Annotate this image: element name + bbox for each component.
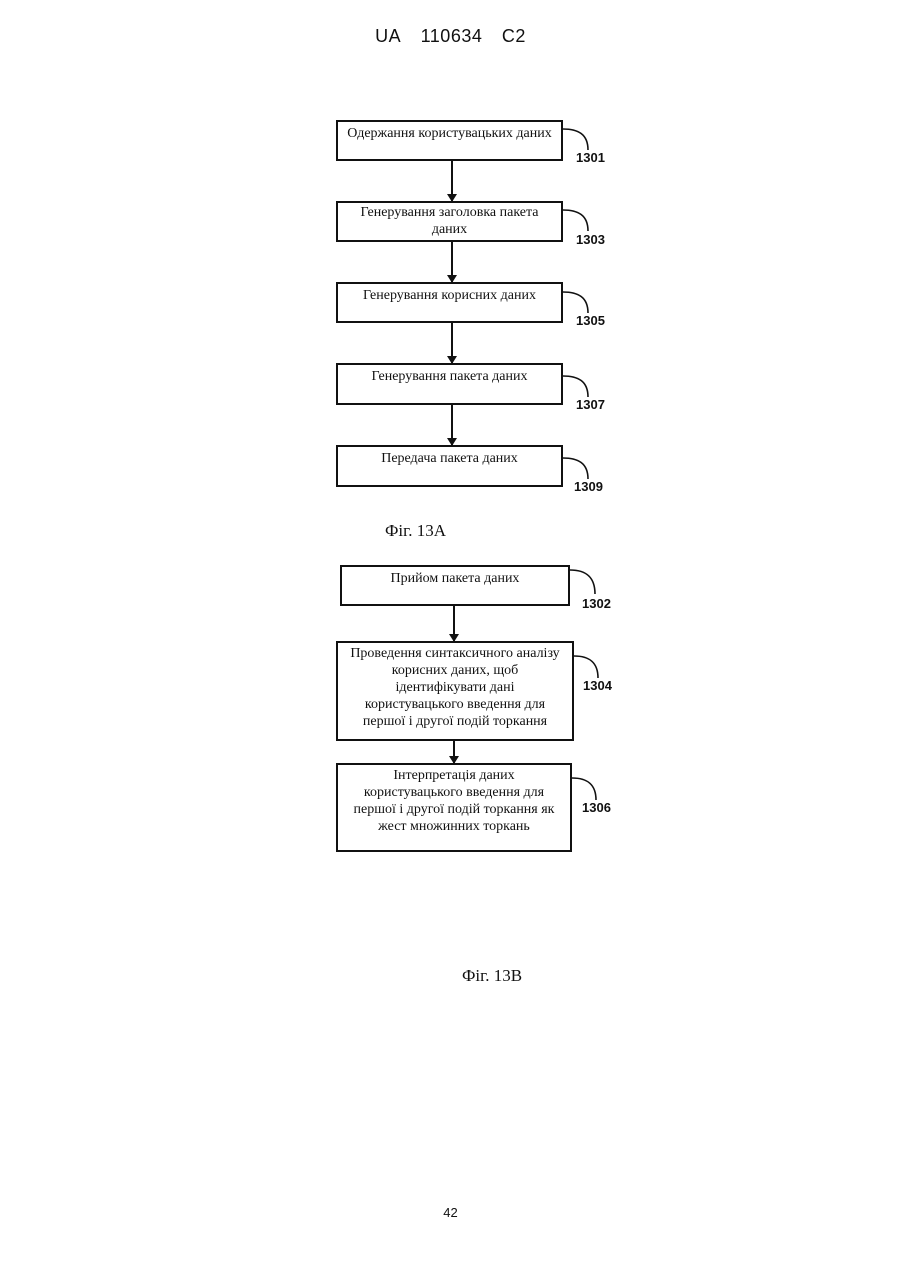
step-box-1304: Проведення синтаксичного аналізу корисни…	[336, 641, 574, 741]
leader-1306	[572, 778, 596, 800]
step-ref-1309: 1309	[574, 479, 603, 494]
figure-caption-13b: Фіг. 13В	[462, 966, 522, 986]
step-ref-1305: 1305	[576, 313, 605, 328]
step-box-1301: Одержання користувацьких даних	[336, 120, 563, 161]
step-box-1305: Генерування корисних даних	[336, 282, 563, 323]
leader-1301	[563, 129, 588, 150]
leader-1305	[563, 292, 588, 313]
step-text-1305: Генерування корисних даних	[338, 284, 561, 304]
step-text-1306: Інтерпретація даних користувацького введ…	[338, 765, 570, 835]
step-ref-1301: 1301	[576, 150, 605, 165]
step-box-1309: Передача пакета даних	[336, 445, 563, 487]
step-box-1307: Генерування пакета даних	[336, 363, 563, 405]
step-ref-1303: 1303	[576, 232, 605, 247]
leader-1304	[574, 656, 598, 678]
leader-1309	[563, 458, 588, 479]
step-ref-1307: 1307	[576, 397, 605, 412]
step-text-1301: Одержання користувацьких даних	[338, 122, 561, 142]
step-box-1303: Генерування заголовка пакета даних	[336, 201, 563, 242]
step-text-1304: Проведення синтаксичного аналізу корисни…	[338, 643, 572, 730]
step-box-1302: Прийом пакета даних	[340, 565, 570, 606]
step-text-1307: Генерування пакета даних	[338, 365, 561, 385]
step-text-1302: Прийом пакета даних	[342, 567, 568, 587]
step-ref-1304: 1304	[583, 678, 612, 693]
step-box-1306: Інтерпретація даних користувацького введ…	[336, 763, 572, 852]
step-ref-1306: 1306	[582, 800, 611, 815]
page-number: 42	[0, 1205, 901, 1220]
figure-caption-13a: Фіг. 13А	[385, 521, 446, 541]
step-ref-1302: 1302	[582, 596, 611, 611]
step-text-1303: Генерування заголовка пакета даних	[338, 203, 561, 238]
leader-1302	[570, 570, 595, 594]
leader-1307	[563, 376, 588, 397]
leader-1303	[563, 210, 588, 231]
step-text-1309: Передача пакета даних	[338, 447, 561, 467]
